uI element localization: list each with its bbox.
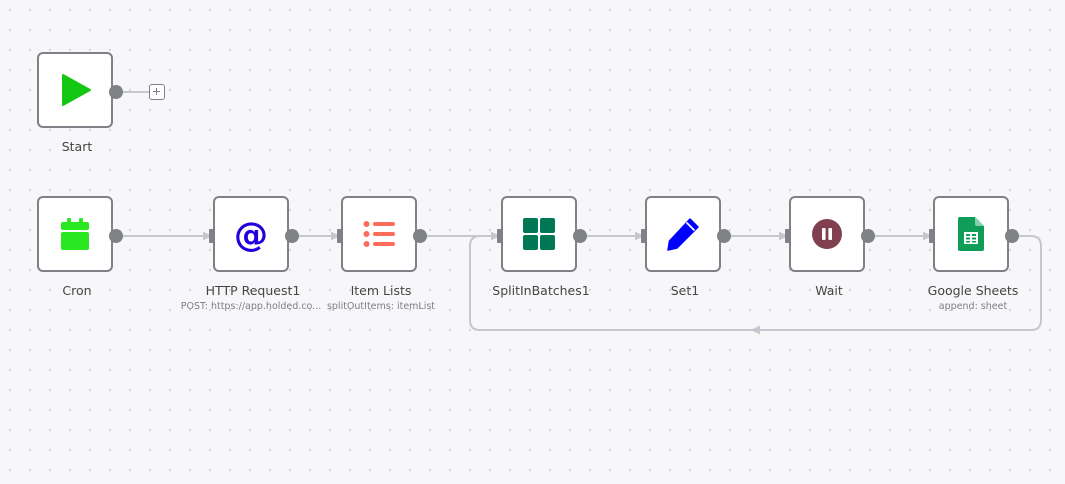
http-node-label: HTTP Request1 [205,283,301,298]
split-node-label: SplitInBatches1 [492,283,590,298]
set-node[interactable] [645,196,721,272]
start-node-label: Start [61,139,93,154]
cron-node-label: Cron [62,283,92,298]
pen-icon [667,218,699,251]
http-output-port[interactable] [285,229,299,243]
set-input-port[interactable] [641,229,647,243]
itemlists-node-label: Item Lists [350,283,412,298]
wait-input-port[interactable] [785,229,791,243]
itemlists-input-port[interactable] [337,229,343,243]
item-lists-node[interactable] [341,196,417,272]
cron-output-port[interactable] [109,229,123,243]
cron-node[interactable] [37,196,113,272]
split-output-port[interactable] [573,229,587,243]
wait-output-port[interactable] [861,229,875,243]
arrow-head [635,231,644,241]
set-node-label: Set1 [670,283,700,298]
arrow-head [491,231,500,241]
google-sheets-node[interactable] [933,196,1009,272]
start-output-port[interactable] [109,85,123,99]
arrow-head [779,231,788,241]
arrow-head [923,231,932,241]
http-node-subtitle: POST: https://app.holded.co... [180,301,322,312]
play-icon [62,74,91,106]
sheets-node-label: Google Sheets [927,283,1019,298]
loop-arrow-head [751,325,760,335]
list-icon [363,221,395,247]
google-sheets-icon [958,217,984,251]
set-output-port[interactable] [717,229,731,243]
pause-icon [812,219,842,249]
itemlists-node-subtitle: splitOutItems: itemList [326,301,436,312]
split-in-batches-node[interactable] [501,196,577,272]
add-node-button[interactable] [149,84,165,100]
arrow-head [203,231,212,241]
arrow-head [331,231,340,241]
sheets-node-subtitle: append: sheet [938,301,1008,312]
split-input-port[interactable] [497,229,503,243]
http-input-port[interactable] [209,229,215,243]
calendar-icon [61,218,89,250]
sheets-input-port[interactable] [929,229,935,243]
grid-icon [523,218,555,250]
wait-node-label: Wait [815,283,843,298]
at-icon: @ [234,216,268,252]
start-node[interactable] [37,52,113,128]
sheets-output-port[interactable] [1005,229,1019,243]
svg-text:@: @ [234,216,268,252]
http-request-node[interactable]: @ [213,196,289,272]
wait-node[interactable] [789,196,865,272]
itemlists-output-port[interactable] [413,229,427,243]
